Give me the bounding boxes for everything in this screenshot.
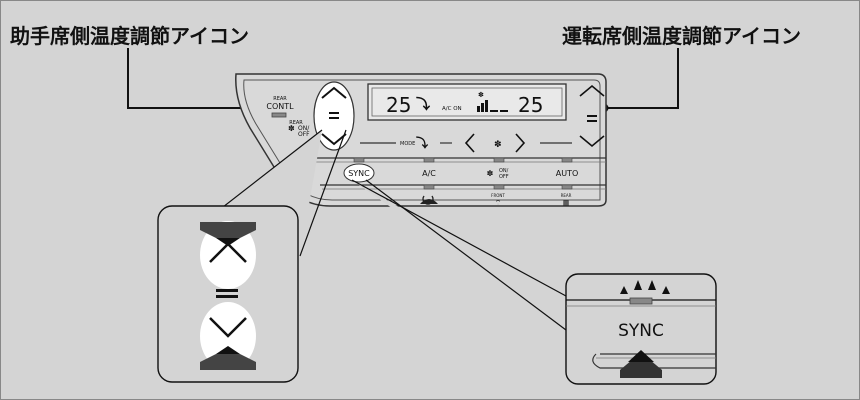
mode-label: MODE <box>400 141 415 147</box>
rear-fan-label-1: REAR <box>289 120 303 126</box>
fan-level-bars <box>477 100 508 112</box>
chevron-up-icon <box>579 84 605 97</box>
auto-button[interactable]: AUTO <box>556 169 579 178</box>
rear-control-label: CONTL <box>266 102 294 111</box>
chevron-down-icon <box>321 133 347 146</box>
fan-decrease-icon[interactable] <box>464 133 475 153</box>
rear-fan-icon: ✽ <box>288 124 295 133</box>
ac-button[interactable]: A/C <box>422 169 436 178</box>
driver-temp-rocker[interactable] <box>579 84 605 148</box>
equals-icon <box>216 289 238 292</box>
right-temp-readout: 25 <box>518 93 543 117</box>
mode-airflow-icon: ⤵ <box>416 135 429 150</box>
fan-off-label[interactable]: OFF <box>499 174 509 180</box>
passenger-temp-rocker[interactable] <box>313 81 355 151</box>
fan-onoff-icon: ✽ <box>487 169 494 178</box>
chevron-down-icon <box>579 135 605 148</box>
button-indicators <box>353 157 573 190</box>
display-fan-icon: ✽ <box>478 91 484 99</box>
left-temp-readout: 25 <box>386 93 411 117</box>
sync-button[interactable]: SYNC <box>348 169 370 178</box>
fan-speed-icon: ✽ <box>494 140 502 150</box>
rear-fan-label-2: ON/ <box>298 125 310 132</box>
ac-on-indicator: A/C ON <box>442 106 462 112</box>
front-defrost-label: FRONT <box>491 193 505 198</box>
recirculation-button[interactable] <box>420 195 438 205</box>
driver-leader-line <box>599 48 679 113</box>
climate-display: 25 ⤵ A/C ON ✽ 25 <box>367 83 567 121</box>
press-up-icon <box>200 222 256 238</box>
press-down-icon <box>200 354 256 370</box>
rear-defrost-label: REAR <box>561 193 572 198</box>
mode-fan-row: MODE ⤵ ✽ <box>360 133 572 153</box>
driver-temp-icon-callout: 運転席側温度調節アイコン <box>562 24 801 48</box>
passenger-temp-icon-callout: 助手席側温度調節アイコン <box>10 24 249 48</box>
sync-zoom-detail: SYNC <box>565 273 717 385</box>
rear-fan-label-3: OFF <box>298 131 310 138</box>
rear-defrost-icon[interactable]: ▦ <box>563 199 570 207</box>
indicator-glow-icon <box>620 280 670 294</box>
rocker-zoom-detail <box>157 205 299 383</box>
press-sync-icon <box>620 360 662 378</box>
fan-increase-icon[interactable] <box>515 133 526 153</box>
sync-zoom-label: SYNC <box>618 321 664 341</box>
rear-control-small-label: REAR <box>273 96 287 102</box>
fan-on-label[interactable]: ON/ <box>499 168 509 174</box>
chevron-up-icon <box>321 86 347 99</box>
rear-control-indicator <box>271 112 287 118</box>
sync-button-highlight <box>343 163 375 183</box>
front-defrost-icon[interactable]: ⌔ <box>495 199 502 207</box>
sync-indicator-lit <box>629 297 653 305</box>
airflow-mode-icon: ⤵ <box>416 96 431 113</box>
